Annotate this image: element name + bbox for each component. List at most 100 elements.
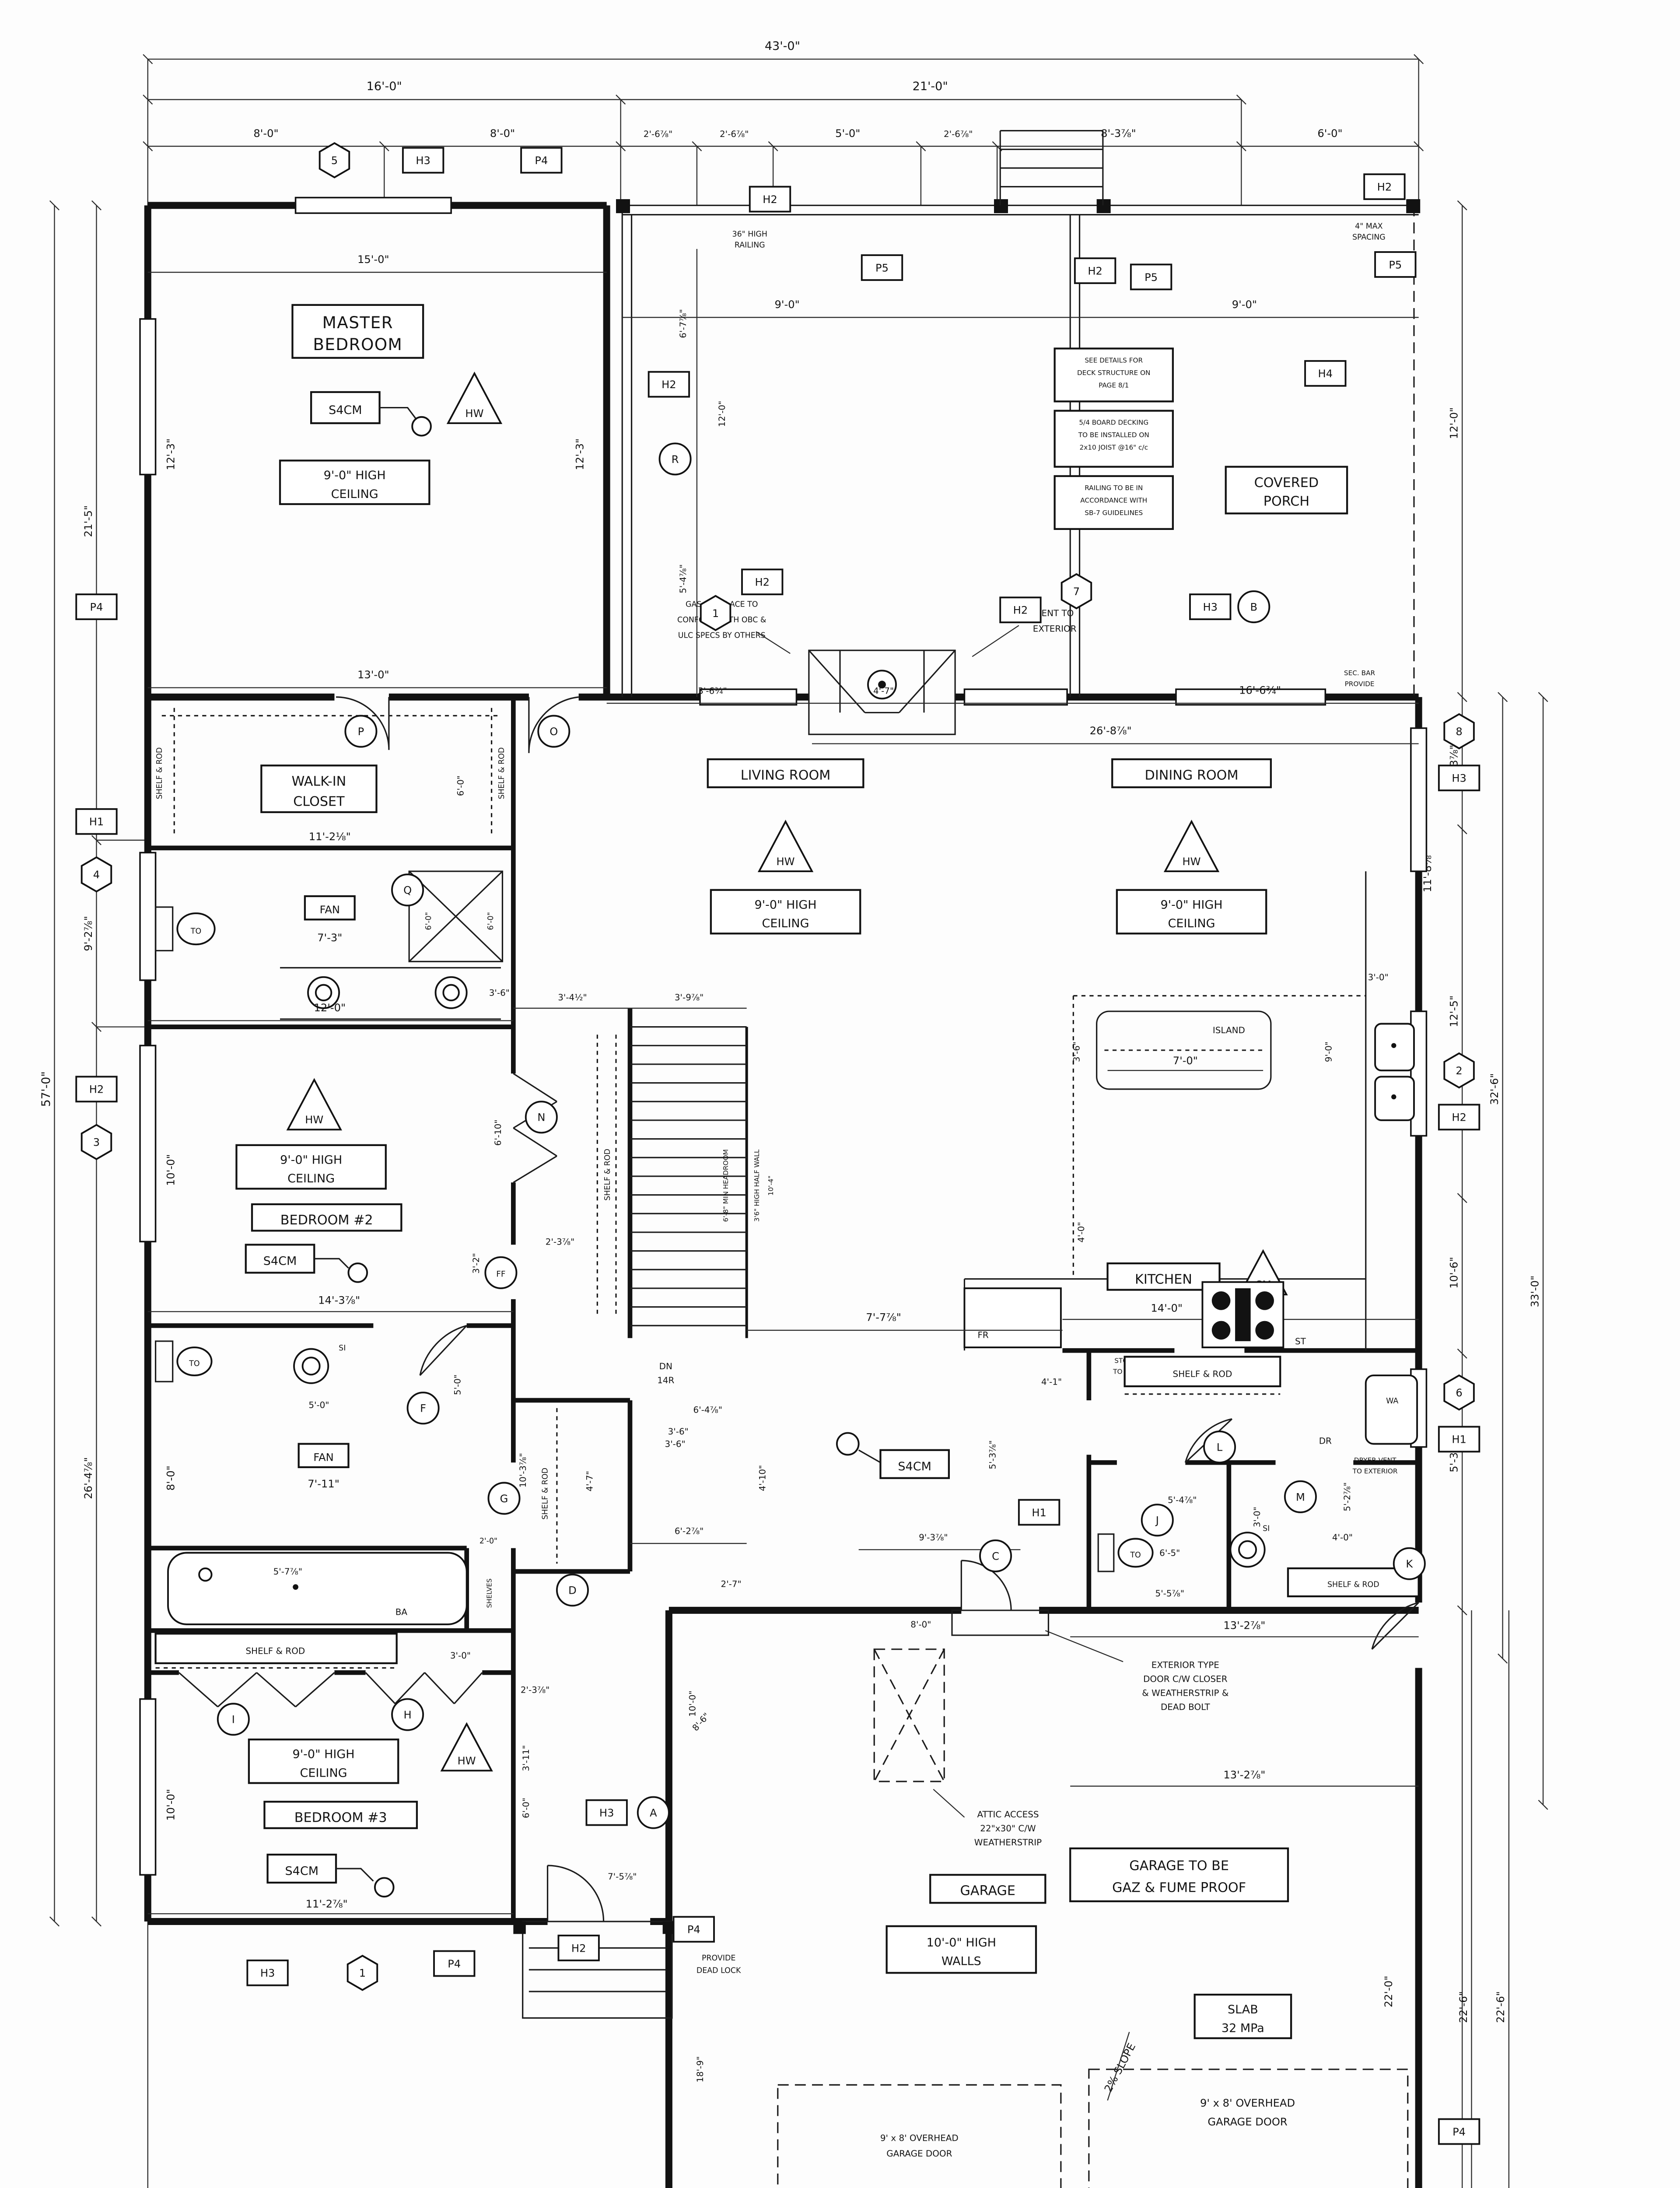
hw-label: HW [1183, 856, 1201, 868]
island [1096, 1010, 1272, 1090]
note: SEE DETAILS FOR [1085, 356, 1143, 364]
svg-text:2: 2 [1456, 1065, 1462, 1077]
note: GARAGE TO BE [1129, 1858, 1229, 1874]
dim: 3'-6¾" [698, 686, 727, 696]
bifold-closet-i [178, 1672, 335, 1708]
dim: 13'-2⅞" [1223, 1769, 1265, 1781]
dim: 21'-0" [913, 80, 948, 93]
stairs-riser-count: 14R [657, 1375, 674, 1385]
window-marker-1: 1 [700, 595, 732, 631]
dim: 10'-4" [767, 1175, 775, 1196]
svg-text:H2: H2 [89, 1083, 104, 1096]
dim: 7'-3" [317, 932, 342, 944]
sink-label: SI [1263, 1525, 1270, 1533]
note-railing: 36" HIGH [732, 230, 768, 238]
shelf-rod: SHELF & ROD [541, 1468, 550, 1520]
dim: 2'-3⅞" [546, 1237, 574, 1247]
dim: 26'-4⅞" [82, 1457, 94, 1499]
svg-text:B: B [1250, 601, 1257, 614]
dim: 2'-0" [480, 1537, 497, 1546]
hw-label: HW [458, 1755, 476, 1767]
svg-text:H3: H3 [416, 154, 430, 167]
garage-step [951, 1609, 1050, 1636]
s4cm: S4CM [310, 391, 432, 437]
gaz-label: GARAGE TO BE GAZ & FUME PROOF [1069, 1847, 1289, 1902]
dim: 12'-0" [314, 1002, 346, 1014]
dim: 6'-7⅞" [678, 309, 688, 338]
dim: 4'-7" [873, 686, 894, 696]
fan: FAN [313, 1452, 333, 1464]
door-marker-FF: FF [484, 1256, 518, 1289]
note: RAILING TO BE IN [1085, 484, 1143, 492]
svg-text:H3: H3 [1203, 601, 1218, 614]
dim: 12'-0" [1448, 407, 1460, 439]
dim: 10'-6" [1448, 1257, 1460, 1289]
svg-text:H3: H3 [1452, 772, 1466, 785]
left-dimensions: 57'-0" 21'-5" 9'-2⅞" 26'-4⅞" 12'-3" 12'-… [39, 438, 586, 1821]
svg-text:L: L [1217, 1441, 1223, 1453]
garage: ATTIC ACCESS 22"x30" C/W WEATHERSTRIP EX… [777, 1560, 1409, 2188]
svg-text:8: 8 [1456, 726, 1462, 738]
dim: 15'-0" [357, 253, 389, 266]
window-living-1 [699, 688, 798, 706]
dim: 43'-0" [765, 39, 800, 53]
dim: 9'-2⅞" [82, 916, 94, 951]
ohd-label: 9' x 8' OVERHEAD [1200, 2097, 1295, 2109]
ceiling-label: CEILING [287, 1172, 335, 1185]
dim: 8'-0" [490, 127, 515, 140]
dim: 3'-4½" [558, 992, 587, 1003]
svg-text:7: 7 [1073, 586, 1080, 598]
header-marker: H1 [1018, 1499, 1060, 1526]
halfwall-note: 3'6" HIGH HALF WALL [753, 1149, 761, 1222]
note-vent: VENT TO [1036, 608, 1074, 618]
room-label: MASTER [322, 313, 393, 332]
door-marker-P: P [344, 715, 378, 748]
dim: 5'-0" [452, 1375, 462, 1395]
door-marker-F: F [406, 1392, 440, 1425]
dim: 18'-9" [695, 2056, 705, 2083]
door-marker-D: D [556, 1574, 589, 1607]
dim: 12'-3" [574, 438, 586, 470]
dim: 3'-6" [489, 988, 510, 998]
ceiling-label: 9'-0" HIGH [293, 1748, 355, 1761]
note: TO BE INSTALLED ON [1078, 431, 1149, 439]
door-marker-G: G [487, 1482, 521, 1515]
window-marker-5: 5 [318, 142, 350, 179]
svg-text:P: P [358, 726, 364, 738]
hw-label: HW [305, 1114, 323, 1126]
note: DECK STRUCTURE ON [1077, 369, 1150, 377]
dim: 3'-6" [1072, 1041, 1082, 1062]
island-label: ISLAND [1213, 1025, 1245, 1035]
svg-text:H2: H2 [1013, 604, 1028, 617]
header-marker: H4 [1304, 360, 1347, 387]
svg-text:P5: P5 [1389, 259, 1402, 271]
svg-text:H3: H3 [260, 1967, 275, 1979]
door-k [1371, 1602, 1419, 1650]
note-extdoor: DOOR C/W CLOSER [1143, 1674, 1228, 1684]
s4cm: S4CM [245, 1244, 368, 1283]
windows [139, 196, 1428, 1876]
dim: 7'-0" [1173, 1055, 1198, 1067]
dim: 6'-0" [424, 912, 433, 930]
svg-text:H2: H2 [1377, 181, 1392, 193]
dim: 6'-2⅞" [675, 1526, 704, 1536]
svg-text:P4: P4 [687, 1924, 700, 1936]
stairs-dn: DN [659, 1361, 672, 1371]
dim: 12'-3" [164, 438, 177, 470]
shelf-rod: SHELF & ROD [245, 1646, 305, 1656]
window-bed3-left [139, 1698, 157, 1876]
svg-text:Q: Q [403, 884, 412, 897]
svg-text:N: N [537, 1112, 545, 1124]
main-bath: TO SI 5'-0" FAN 7'-11" 5'-0" 10'-3⅞" BA … [154, 1325, 528, 1625]
ceiling-label: 9'-0" HIGH [1160, 898, 1222, 912]
dim: 5'-4⅞" [678, 564, 688, 593]
dim: 5'-4⅞" [1168, 1495, 1197, 1505]
svg-text:K: K [1406, 1558, 1413, 1570]
window-dining [1175, 688, 1326, 706]
room-label: GARAGE [960, 1883, 1016, 1899]
dim: 3'-11" [521, 1745, 531, 1771]
door-marker-Q: Q [391, 873, 424, 907]
svg-text:H1: H1 [89, 816, 104, 828]
deck-stairs [999, 130, 1104, 206]
room-label: COVERED [1254, 475, 1319, 491]
